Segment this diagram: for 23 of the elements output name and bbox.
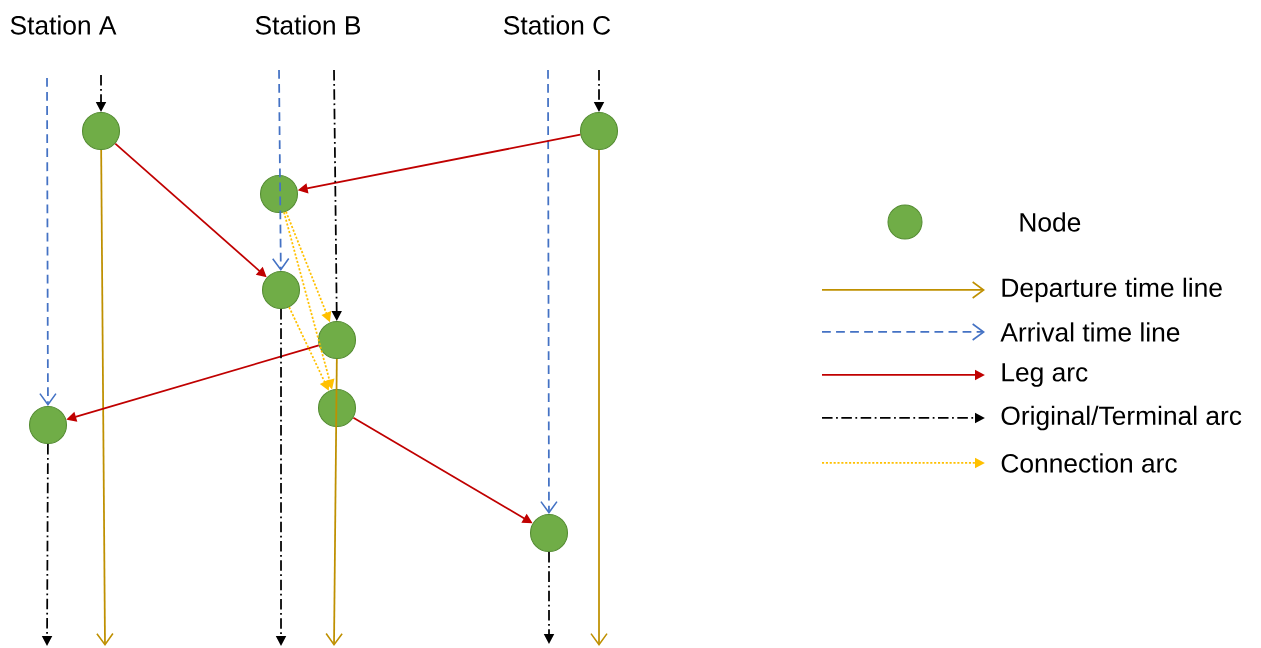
node-circle <box>529 513 569 552</box>
station-label: Station C <box>504 15 611 35</box>
station-label: Station A <box>10 15 117 35</box>
legend-label: Departure time line <box>1002 277 1222 303</box>
arrow <box>96 149 114 646</box>
node-circle <box>260 174 299 213</box>
node-circle <box>262 270 301 309</box>
arrow <box>590 149 608 646</box>
arrow <box>540 69 558 514</box>
node-circle <box>82 111 121 150</box>
legend-label: Node <box>1020 212 1081 232</box>
node-circle <box>318 320 357 359</box>
node-circle <box>29 405 68 444</box>
node-circle <box>318 388 357 427</box>
arrow <box>271 69 290 271</box>
node-circle <box>579 111 619 150</box>
arrow <box>325 358 343 646</box>
legend-label: Original/Terminal arc <box>1001 405 1242 431</box>
legend-label: Leg arc <box>1002 363 1088 387</box>
arrow <box>39 77 57 406</box>
legend-label: Connection arc <box>1001 453 1177 473</box>
station-label: Station B <box>255 15 361 35</box>
legend-label: Arrival time line <box>1000 322 1180 342</box>
